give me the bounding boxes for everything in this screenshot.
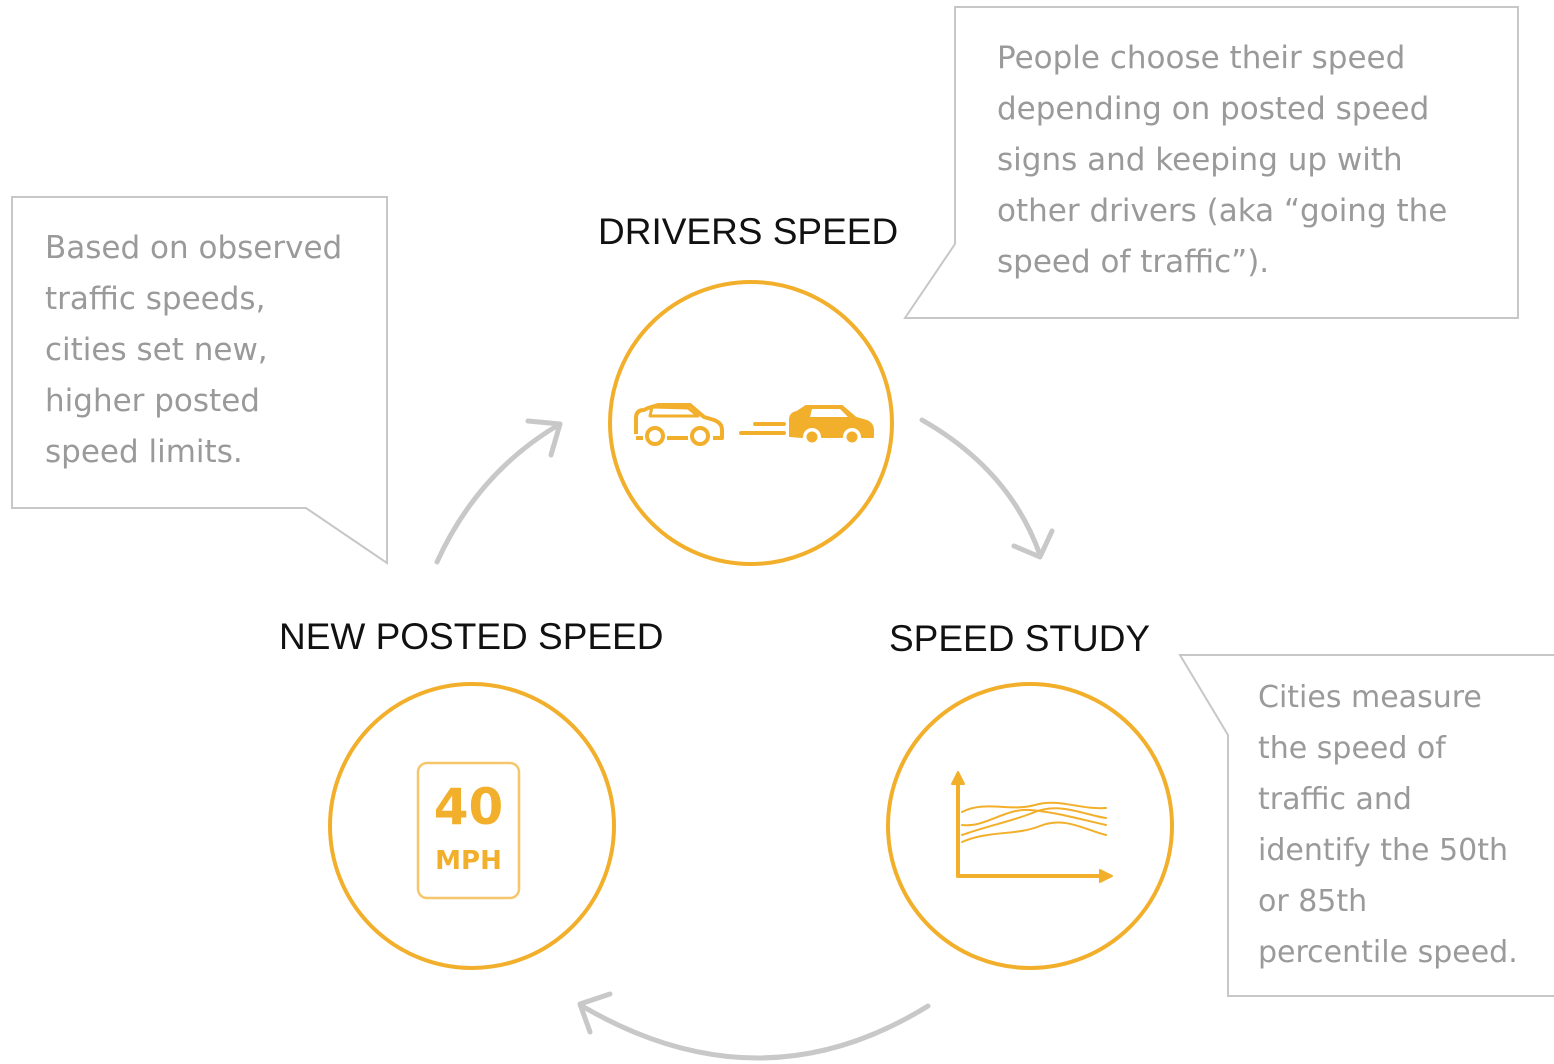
callout-line: depending on posted speed [997,91,1430,127]
arrow-drivers-to-study [919,417,1055,560]
callout-study-text: Cities measure the speed of traffic and … [1258,672,1518,978]
callout-line: traffic and [1258,782,1412,817]
callout-line: percentile speed. [1258,935,1518,970]
speed-limit-sign-icon [416,761,521,900]
callout-line: speed limits. [45,434,243,470]
callout-line: speed of traffic”). [997,244,1270,280]
speed-limit-unit: MPH [435,846,502,876]
speed-study-circle [886,682,1174,970]
stage-title-study: SPEED STUDY [889,618,1151,659]
callout-drivers-text: People choose their speed depending on p… [997,33,1447,288]
arrow-posted-to-drivers [434,418,563,565]
chart-x-arrowhead [1099,869,1113,883]
callout-line: Cities measure [1258,680,1482,715]
callout-line: the speed of [1258,731,1446,766]
callout-line: People choose their speed [997,40,1406,76]
callout-line: higher posted [45,383,260,419]
callout-line: traffic speeds, [45,281,266,317]
callout-line: identify the 50th [1258,833,1508,868]
two-cars-icon [634,403,874,446]
callout-line: other drivers (aka “going the [997,193,1448,229]
drivers-speed-circle [608,280,894,566]
callout-posted-box [11,196,388,565]
callout-study-box [1178,654,1554,997]
callout-line: signs and keeping up with [997,142,1403,178]
speed-lines [739,422,786,435]
speed-limit-value: 40 [433,778,504,836]
chart-speed-curves [961,801,1107,843]
arrow-study-to-posted [577,991,931,1061]
callout-line: cities set new, [45,332,268,368]
filled-car-icon [789,405,874,446]
callout-drivers-box [903,6,1519,319]
callout-line: Based on observed [45,230,343,266]
stage-title-posted: NEW POSTED SPEED [279,616,664,657]
speed-chart-icon [951,771,1113,883]
chart-y-arrowhead [951,771,965,785]
outline-car-icon [634,403,724,446]
callout-line: or 85th [1258,884,1368,919]
callout-posted-text: Based on observed traffic speeds, cities… [45,223,342,478]
stage-title-drivers: DRIVERS SPEED [598,211,899,252]
